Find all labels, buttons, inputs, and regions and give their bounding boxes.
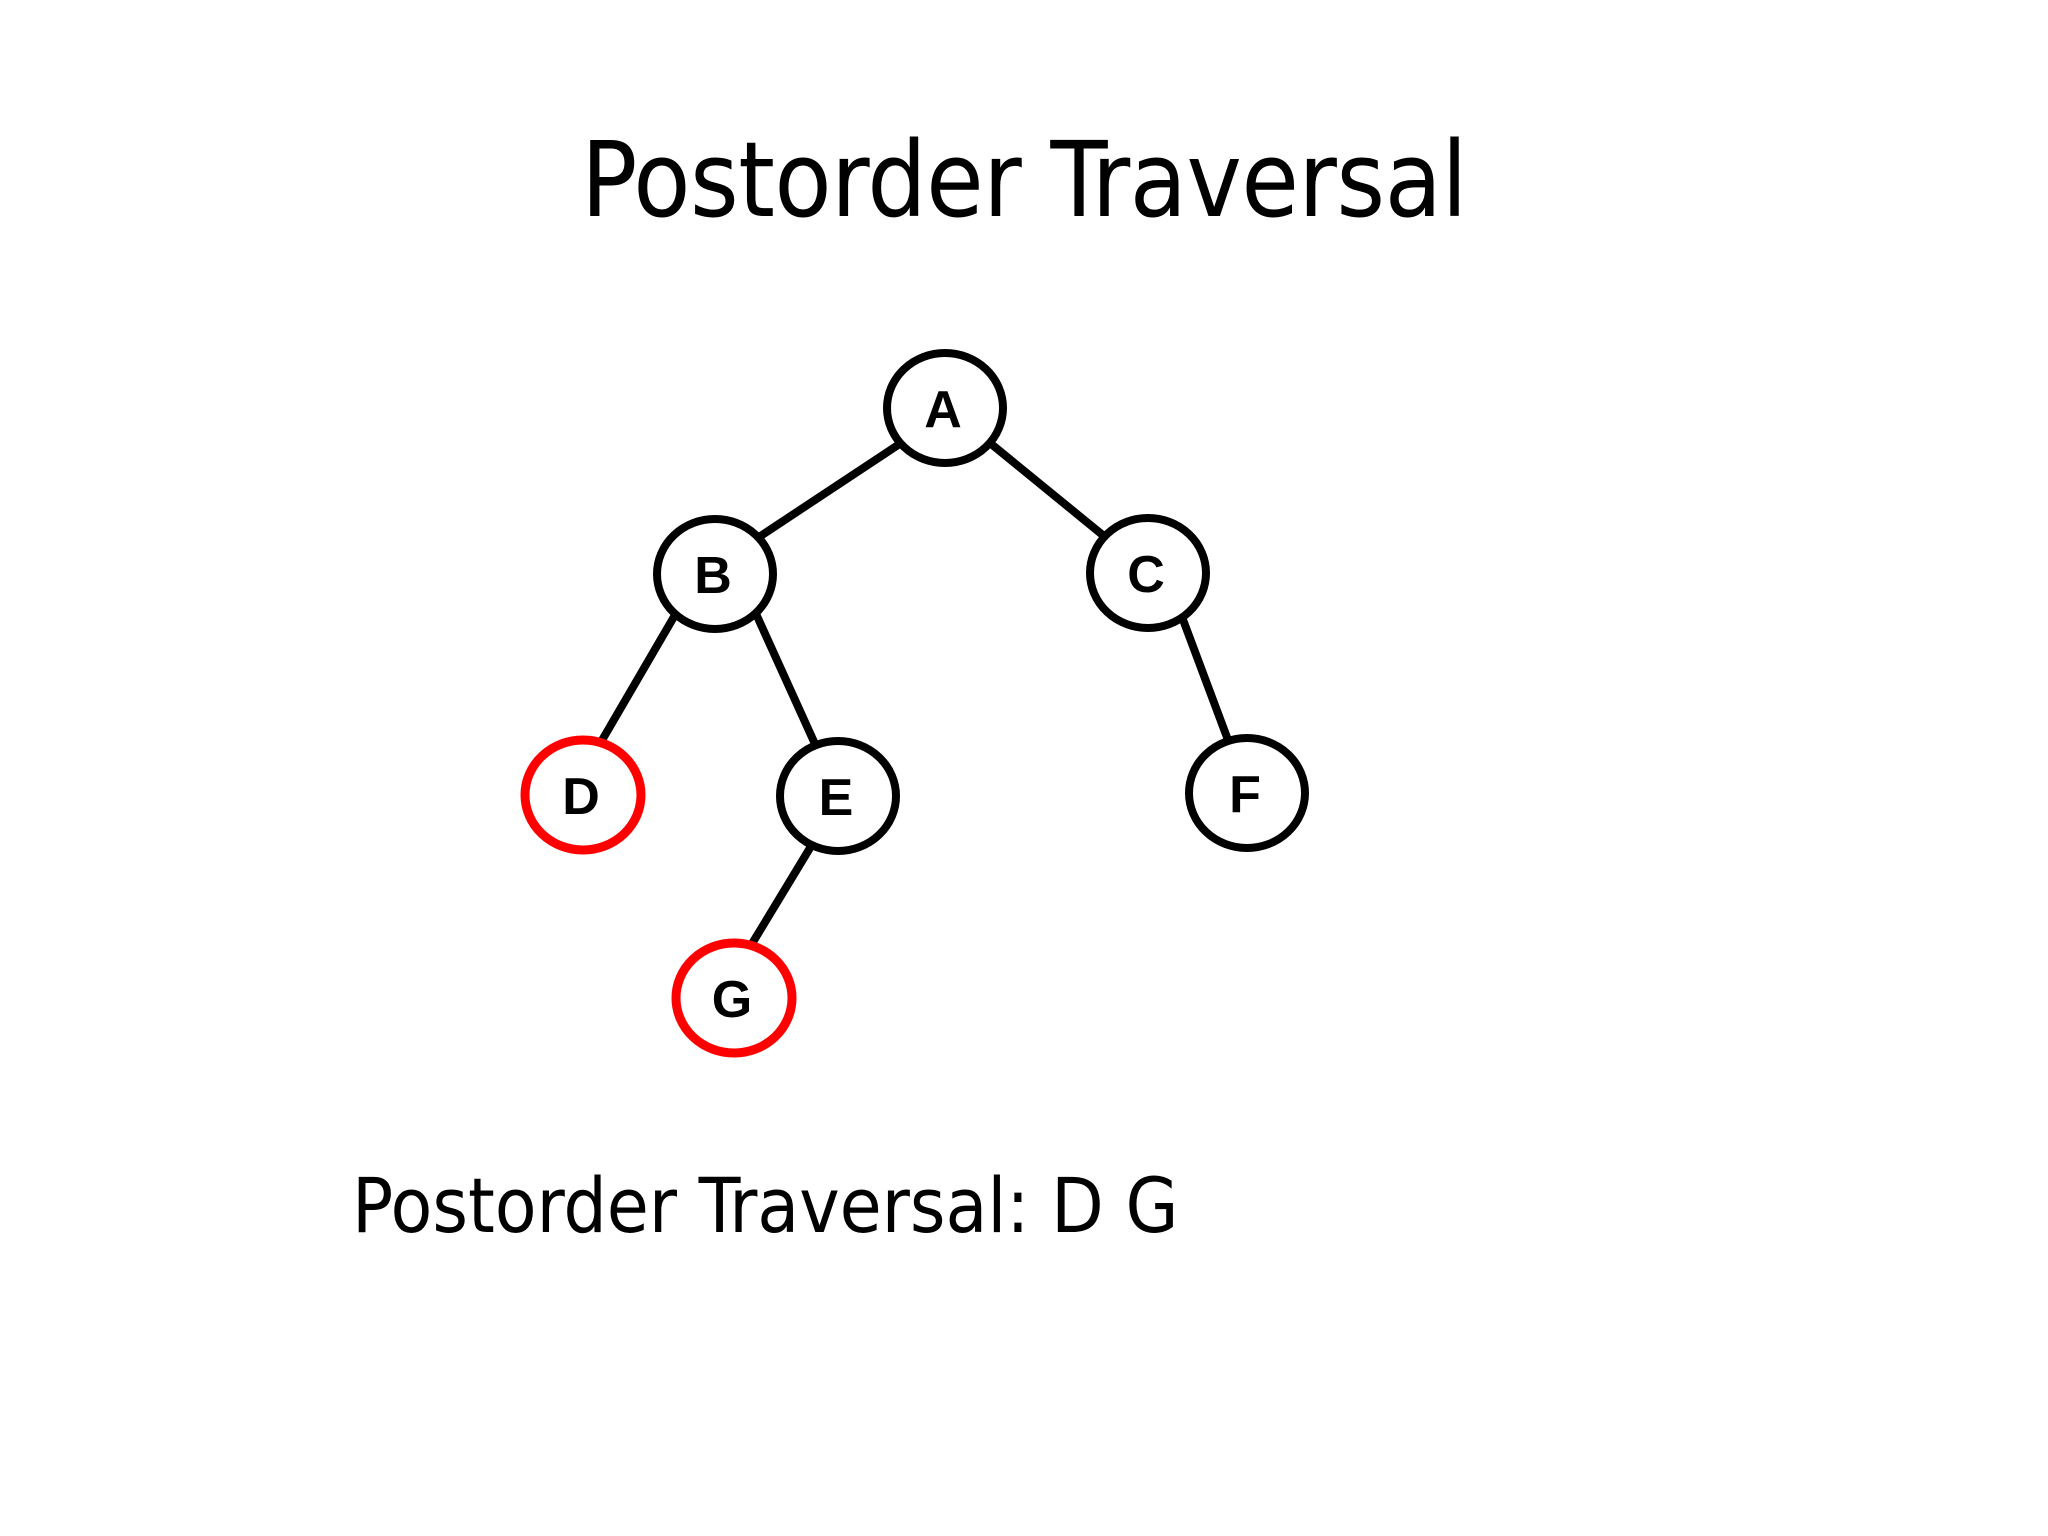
traversal-caption: Postorder Traversal: D G (352, 1161, 1179, 1250)
node-circle-f (1185, 734, 1309, 852)
node-label-b: B (694, 547, 732, 605)
tree-edge-a-b (749, 439, 905, 545)
node-label-d: D (562, 768, 600, 826)
tree-node-e[interactable]: E (776, 737, 900, 855)
tree-node-d[interactable]: D (520, 735, 646, 855)
node-label-c: C (1127, 546, 1165, 604)
tree-edge-b-d (597, 611, 679, 746)
node-circle-c (1086, 514, 1210, 632)
node-circle-e (776, 737, 900, 855)
node-label-a: A (924, 381, 962, 439)
node-label-f: F (1229, 766, 1261, 824)
node-circle-b (653, 515, 777, 633)
tree-edge-b-e (753, 612, 819, 748)
tree-node-g[interactable]: G (671, 938, 797, 1058)
tree-edges-group (597, 439, 1232, 951)
tree-node-a[interactable]: A (883, 349, 1007, 467)
page-title: Postorder Traversal (581, 119, 1467, 241)
tree-edge-c-f (1178, 613, 1232, 744)
tree-edge-e-g (746, 839, 817, 951)
tree-node-f[interactable]: F (1185, 734, 1309, 852)
tree-edge-a-c (986, 439, 1114, 545)
tree-node-b[interactable]: B (653, 515, 777, 633)
tree-node-c[interactable]: C (1086, 514, 1210, 632)
node-circle-a (883, 349, 1007, 467)
node-label-e: E (819, 769, 854, 827)
node-label-g: G (712, 971, 752, 1029)
node-circle-d (520, 735, 646, 855)
tree-nodes-group: A B C D E F G (520, 349, 1309, 1058)
node-circle-g (671, 938, 797, 1058)
